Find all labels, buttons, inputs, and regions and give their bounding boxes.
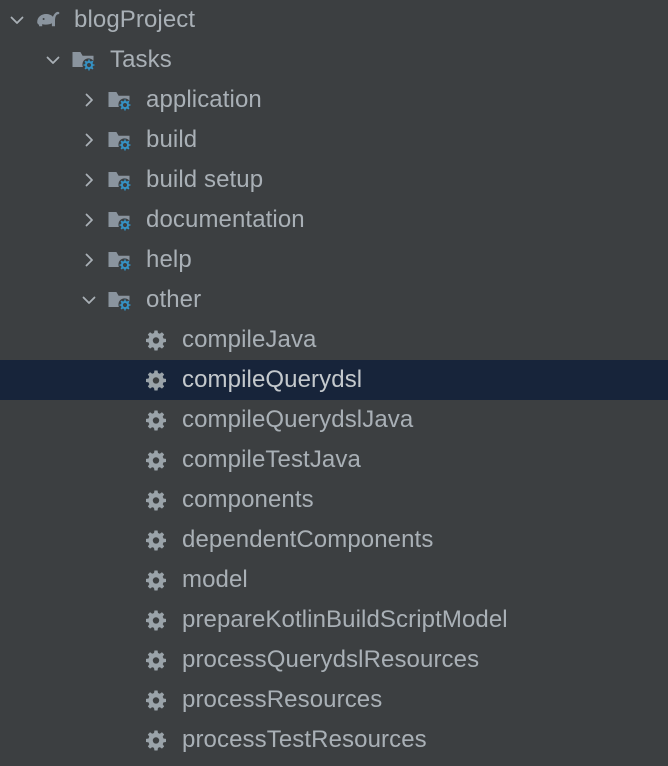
chevron-right-icon[interactable] bbox=[76, 207, 102, 233]
gradle-elephant-icon bbox=[34, 7, 62, 33]
tree-row[interactable]: application bbox=[0, 80, 668, 120]
tree-row[interactable]: dependentComponents bbox=[0, 520, 668, 560]
gear-icon bbox=[142, 727, 170, 753]
tree-row-label: Tasks bbox=[110, 46, 172, 73]
tree-expander-placeholder bbox=[112, 607, 138, 633]
tree-expander-placeholder bbox=[112, 367, 138, 393]
tree-row-label: model bbox=[182, 566, 248, 593]
folder-gear-icon bbox=[106, 207, 134, 233]
tree-row[interactable]: compileJava bbox=[0, 320, 668, 360]
chevron-right-icon[interactable] bbox=[76, 247, 102, 273]
tree-row-label: dependentComponents bbox=[182, 526, 434, 553]
gear-icon bbox=[142, 647, 170, 673]
tree-expander-placeholder bbox=[112, 647, 138, 673]
tree-row[interactable]: build bbox=[0, 120, 668, 160]
tree-expander-placeholder bbox=[112, 687, 138, 713]
tree-expander-placeholder bbox=[112, 727, 138, 753]
chevron-right-icon[interactable] bbox=[76, 127, 102, 153]
gear-icon bbox=[142, 447, 170, 473]
tree-row-label: application bbox=[146, 86, 262, 113]
tree-row[interactable]: documentation bbox=[0, 200, 668, 240]
chevron-down-icon[interactable] bbox=[76, 287, 102, 313]
gear-icon bbox=[142, 567, 170, 593]
tree-row-label: compileQuerydslJava bbox=[182, 406, 414, 433]
folder-gear-icon bbox=[106, 87, 134, 113]
tree-row[interactable]: compileQuerydsl bbox=[0, 360, 668, 400]
tree-expander-placeholder bbox=[112, 567, 138, 593]
folder-gear-icon bbox=[106, 167, 134, 193]
tree-row[interactable]: processResources bbox=[0, 680, 668, 720]
tree-expander-placeholder bbox=[112, 527, 138, 553]
tree-row-label: compileJava bbox=[182, 326, 317, 353]
gear-icon bbox=[142, 687, 170, 713]
tree-row-label: help bbox=[146, 246, 192, 273]
tree-row-label: other bbox=[146, 286, 202, 313]
gear-icon bbox=[142, 607, 170, 633]
tree-row[interactable]: compileQuerydslJava bbox=[0, 400, 668, 440]
tree-row-label: processResources bbox=[182, 686, 383, 713]
tree-row[interactable]: prepareKotlinBuildScriptModel bbox=[0, 600, 668, 640]
tree-row-label: blogProject bbox=[74, 6, 196, 33]
folder-gear-icon bbox=[106, 287, 134, 313]
tree-expander-placeholder bbox=[112, 407, 138, 433]
tree-expander-placeholder bbox=[112, 327, 138, 353]
tree-row[interactable]: components bbox=[0, 480, 668, 520]
chevron-right-icon[interactable] bbox=[76, 167, 102, 193]
tree-row[interactable]: build setup bbox=[0, 160, 668, 200]
tree-row-label: components bbox=[182, 486, 314, 513]
tree-row-label: build bbox=[146, 126, 198, 153]
tree-row-label: processTestResources bbox=[182, 726, 427, 753]
tree-expander-placeholder bbox=[112, 487, 138, 513]
chevron-down-icon[interactable] bbox=[4, 7, 30, 33]
tree-row-label: compileTestJava bbox=[182, 446, 361, 473]
folder-gear-icon bbox=[106, 127, 134, 153]
folder-gear-icon bbox=[70, 47, 98, 73]
tree-row-label: build setup bbox=[146, 166, 264, 193]
tree-row-label: processQuerydslResources bbox=[182, 646, 480, 673]
gear-icon bbox=[142, 367, 170, 393]
chevron-right-icon[interactable] bbox=[76, 87, 102, 113]
tree-expander-placeholder bbox=[112, 447, 138, 473]
tree-row-label: prepareKotlinBuildScriptModel bbox=[182, 606, 508, 633]
tree-row[interactable]: help bbox=[0, 240, 668, 280]
gear-icon bbox=[142, 527, 170, 553]
tree-row[interactable]: compileTestJava bbox=[0, 440, 668, 480]
folder-gear-icon bbox=[106, 247, 134, 273]
tree-row[interactable]: processQuerydslResources bbox=[0, 640, 668, 680]
tree-row[interactable]: Tasks bbox=[0, 40, 668, 80]
chevron-down-icon[interactable] bbox=[40, 47, 66, 73]
tree-row[interactable]: processTestResources bbox=[0, 720, 668, 760]
tree-row[interactable]: model bbox=[0, 560, 668, 600]
tree-row[interactable]: other bbox=[0, 280, 668, 320]
tree-row[interactable]: blogProject bbox=[0, 0, 668, 40]
gear-icon bbox=[142, 327, 170, 353]
tree-row-label: compileQuerydsl bbox=[182, 366, 363, 393]
gear-icon bbox=[142, 487, 170, 513]
tree-row-label: documentation bbox=[146, 206, 305, 233]
gear-icon bbox=[142, 407, 170, 433]
